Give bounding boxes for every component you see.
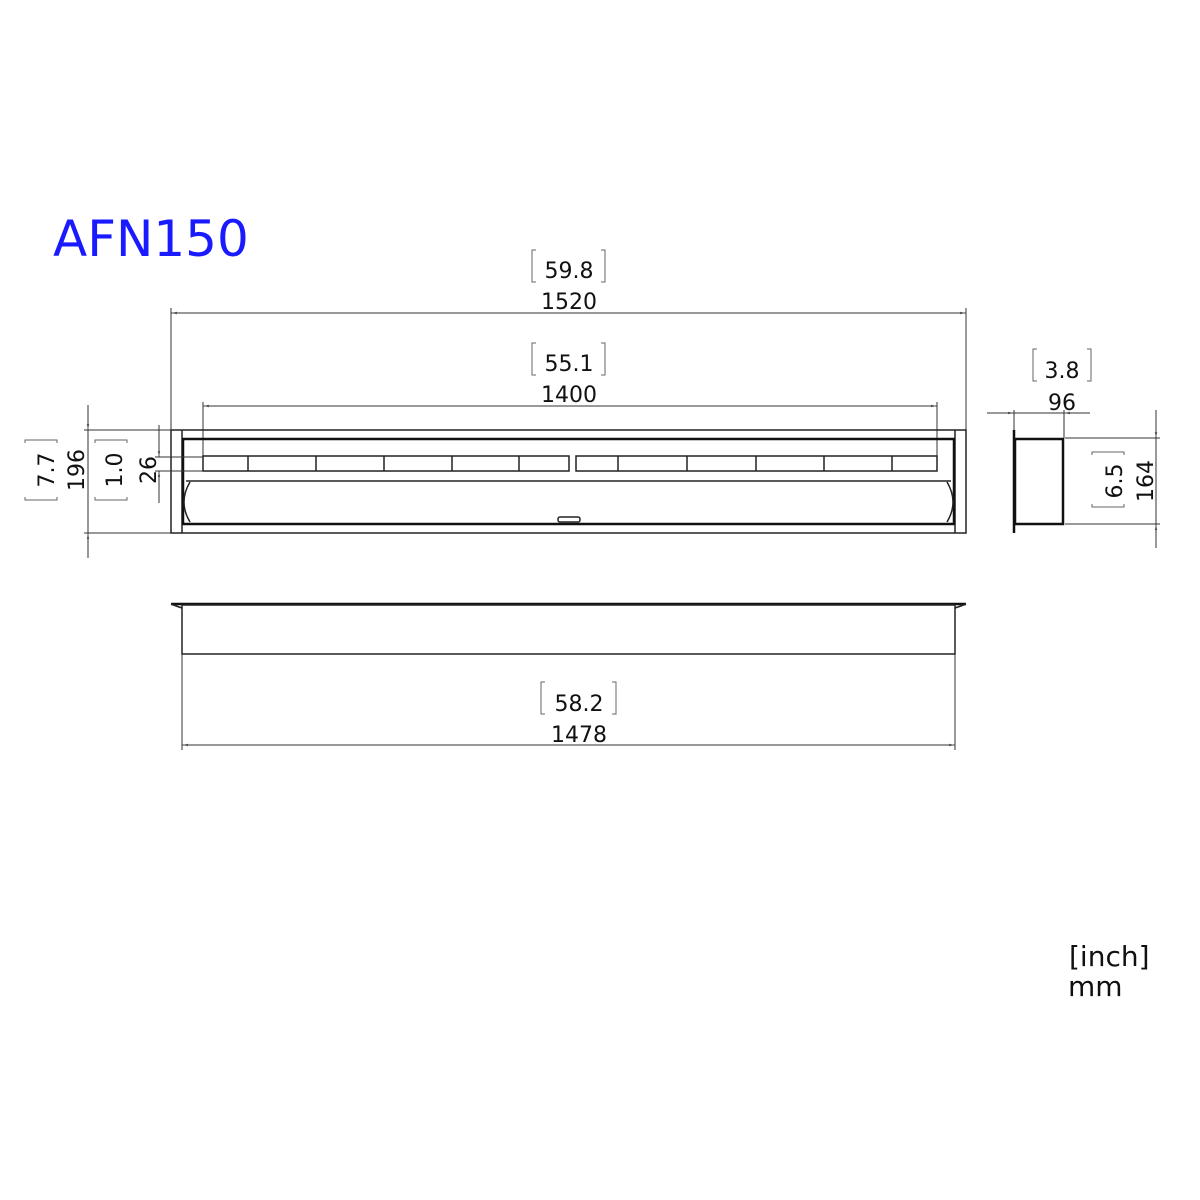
dimension-overall-length: 59.8 1520 — [170, 249, 967, 430]
front-view — [170, 429, 967, 534]
burner-strip-left — [202, 455, 570, 472]
dimension-side-width: 3.8 96 — [987, 348, 1092, 438]
dimension-burner-height: 1.0 26 — [94, 425, 203, 503]
handle — [557, 516, 581, 523]
side-width-inch: 3.8 — [1045, 359, 1080, 384]
overall-height-inch: 7.7 — [35, 453, 60, 488]
overall-length-inch: 59.8 — [545, 259, 594, 284]
units-inch-label: [inch] — [1069, 940, 1150, 973]
insert-length-mm: 1478 — [551, 723, 607, 748]
burner-strip-right — [575, 455, 938, 472]
burner-height-inch: 1.0 — [103, 453, 128, 488]
dimension-side-height: 6.5 164 — [1065, 410, 1160, 548]
side-height-inch: 6.5 — [1103, 464, 1128, 499]
side-width-mm: 96 — [1048, 391, 1076, 416]
burner-height-mm: 26 — [137, 456, 162, 484]
overall-length-mm: 1520 — [541, 290, 597, 315]
dimension-insert-length: 58.2 1478 — [181, 654, 956, 750]
model-title: AFN150 — [53, 210, 249, 268]
plan-view — [170, 602, 967, 655]
overall-height-mm: 196 — [65, 449, 90, 491]
insert-length-inch: 58.2 — [555, 692, 604, 717]
burner-length-mm: 1400 — [541, 383, 597, 408]
burner-length-inch: 55.1 — [545, 352, 594, 377]
dimension-overall-height: 7.7 196 — [24, 405, 171, 558]
side-view — [1012, 430, 1065, 533]
dimension-burner-length: 55.1 1400 — [202, 342, 938, 470]
units-mm-label: mm — [1068, 970, 1123, 1003]
side-height-mm: 164 — [1134, 460, 1159, 502]
